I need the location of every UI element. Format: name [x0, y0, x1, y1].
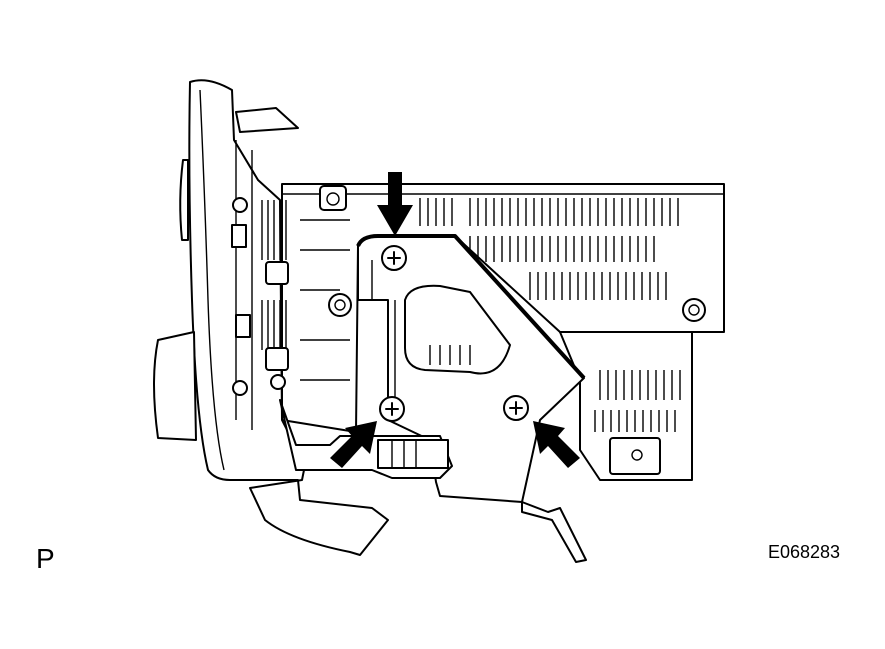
arrow-upper-left-icon: [533, 421, 580, 468]
housing-screw-top: [319, 185, 347, 211]
arrow-upper-right-icon: [330, 421, 377, 468]
front-panel-clip: [235, 107, 299, 133]
arrow-down-icon: [377, 172, 413, 236]
cable: [521, 501, 587, 563]
bracket-window: [404, 284, 511, 375]
housing-screw-right: [682, 298, 706, 322]
screw-lower-left: [379, 396, 405, 422]
figure-code-label: E068283: [768, 542, 841, 562]
screw-lower-right: [503, 395, 529, 421]
screw-top: [381, 245, 407, 271]
view-letter-label: P: [36, 543, 55, 574]
front-panel-bezel: [153, 79, 389, 556]
front-knob: [153, 331, 197, 441]
housing-vents-upper: [419, 198, 679, 300]
front-panel-internals: [231, 140, 289, 430]
housing-screw-left: [328, 293, 352, 317]
mounting-bracket: [356, 234, 586, 503]
rear-housing-upper: [281, 183, 725, 433]
